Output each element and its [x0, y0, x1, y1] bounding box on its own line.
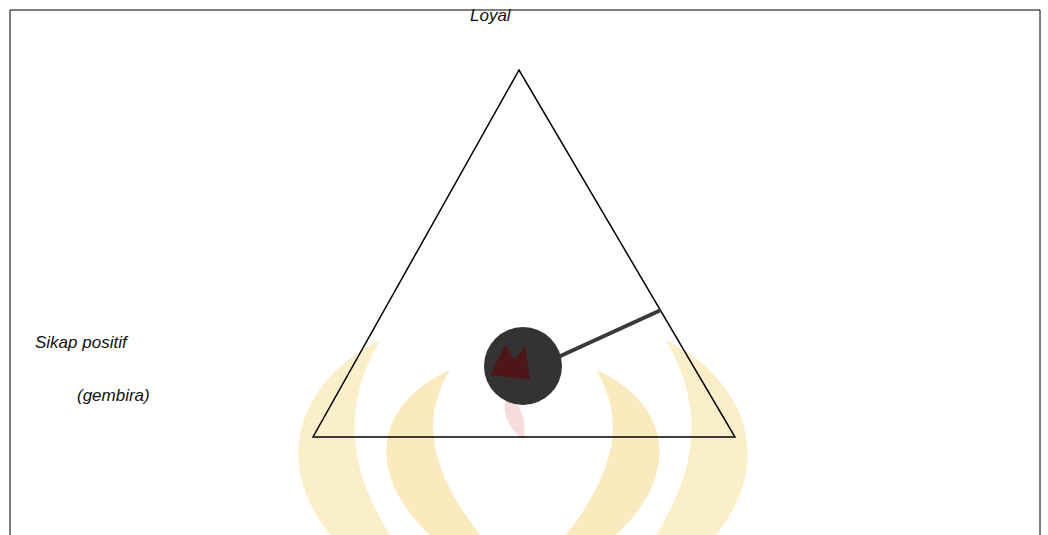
dot [484, 327, 562, 405]
apex-label: Loyal [470, 6, 511, 26]
corner-label: Sikap positif [35, 333, 127, 353]
frame-line [1040, 10, 1041, 535]
corner-sublabel: (gembira) [77, 386, 150, 406]
triangle [313, 70, 735, 437]
dot-mark [490, 345, 530, 380]
pointer-line [556, 310, 661, 358]
frame-line [10, 10, 11, 535]
frame-line [10, 10, 1040, 11]
